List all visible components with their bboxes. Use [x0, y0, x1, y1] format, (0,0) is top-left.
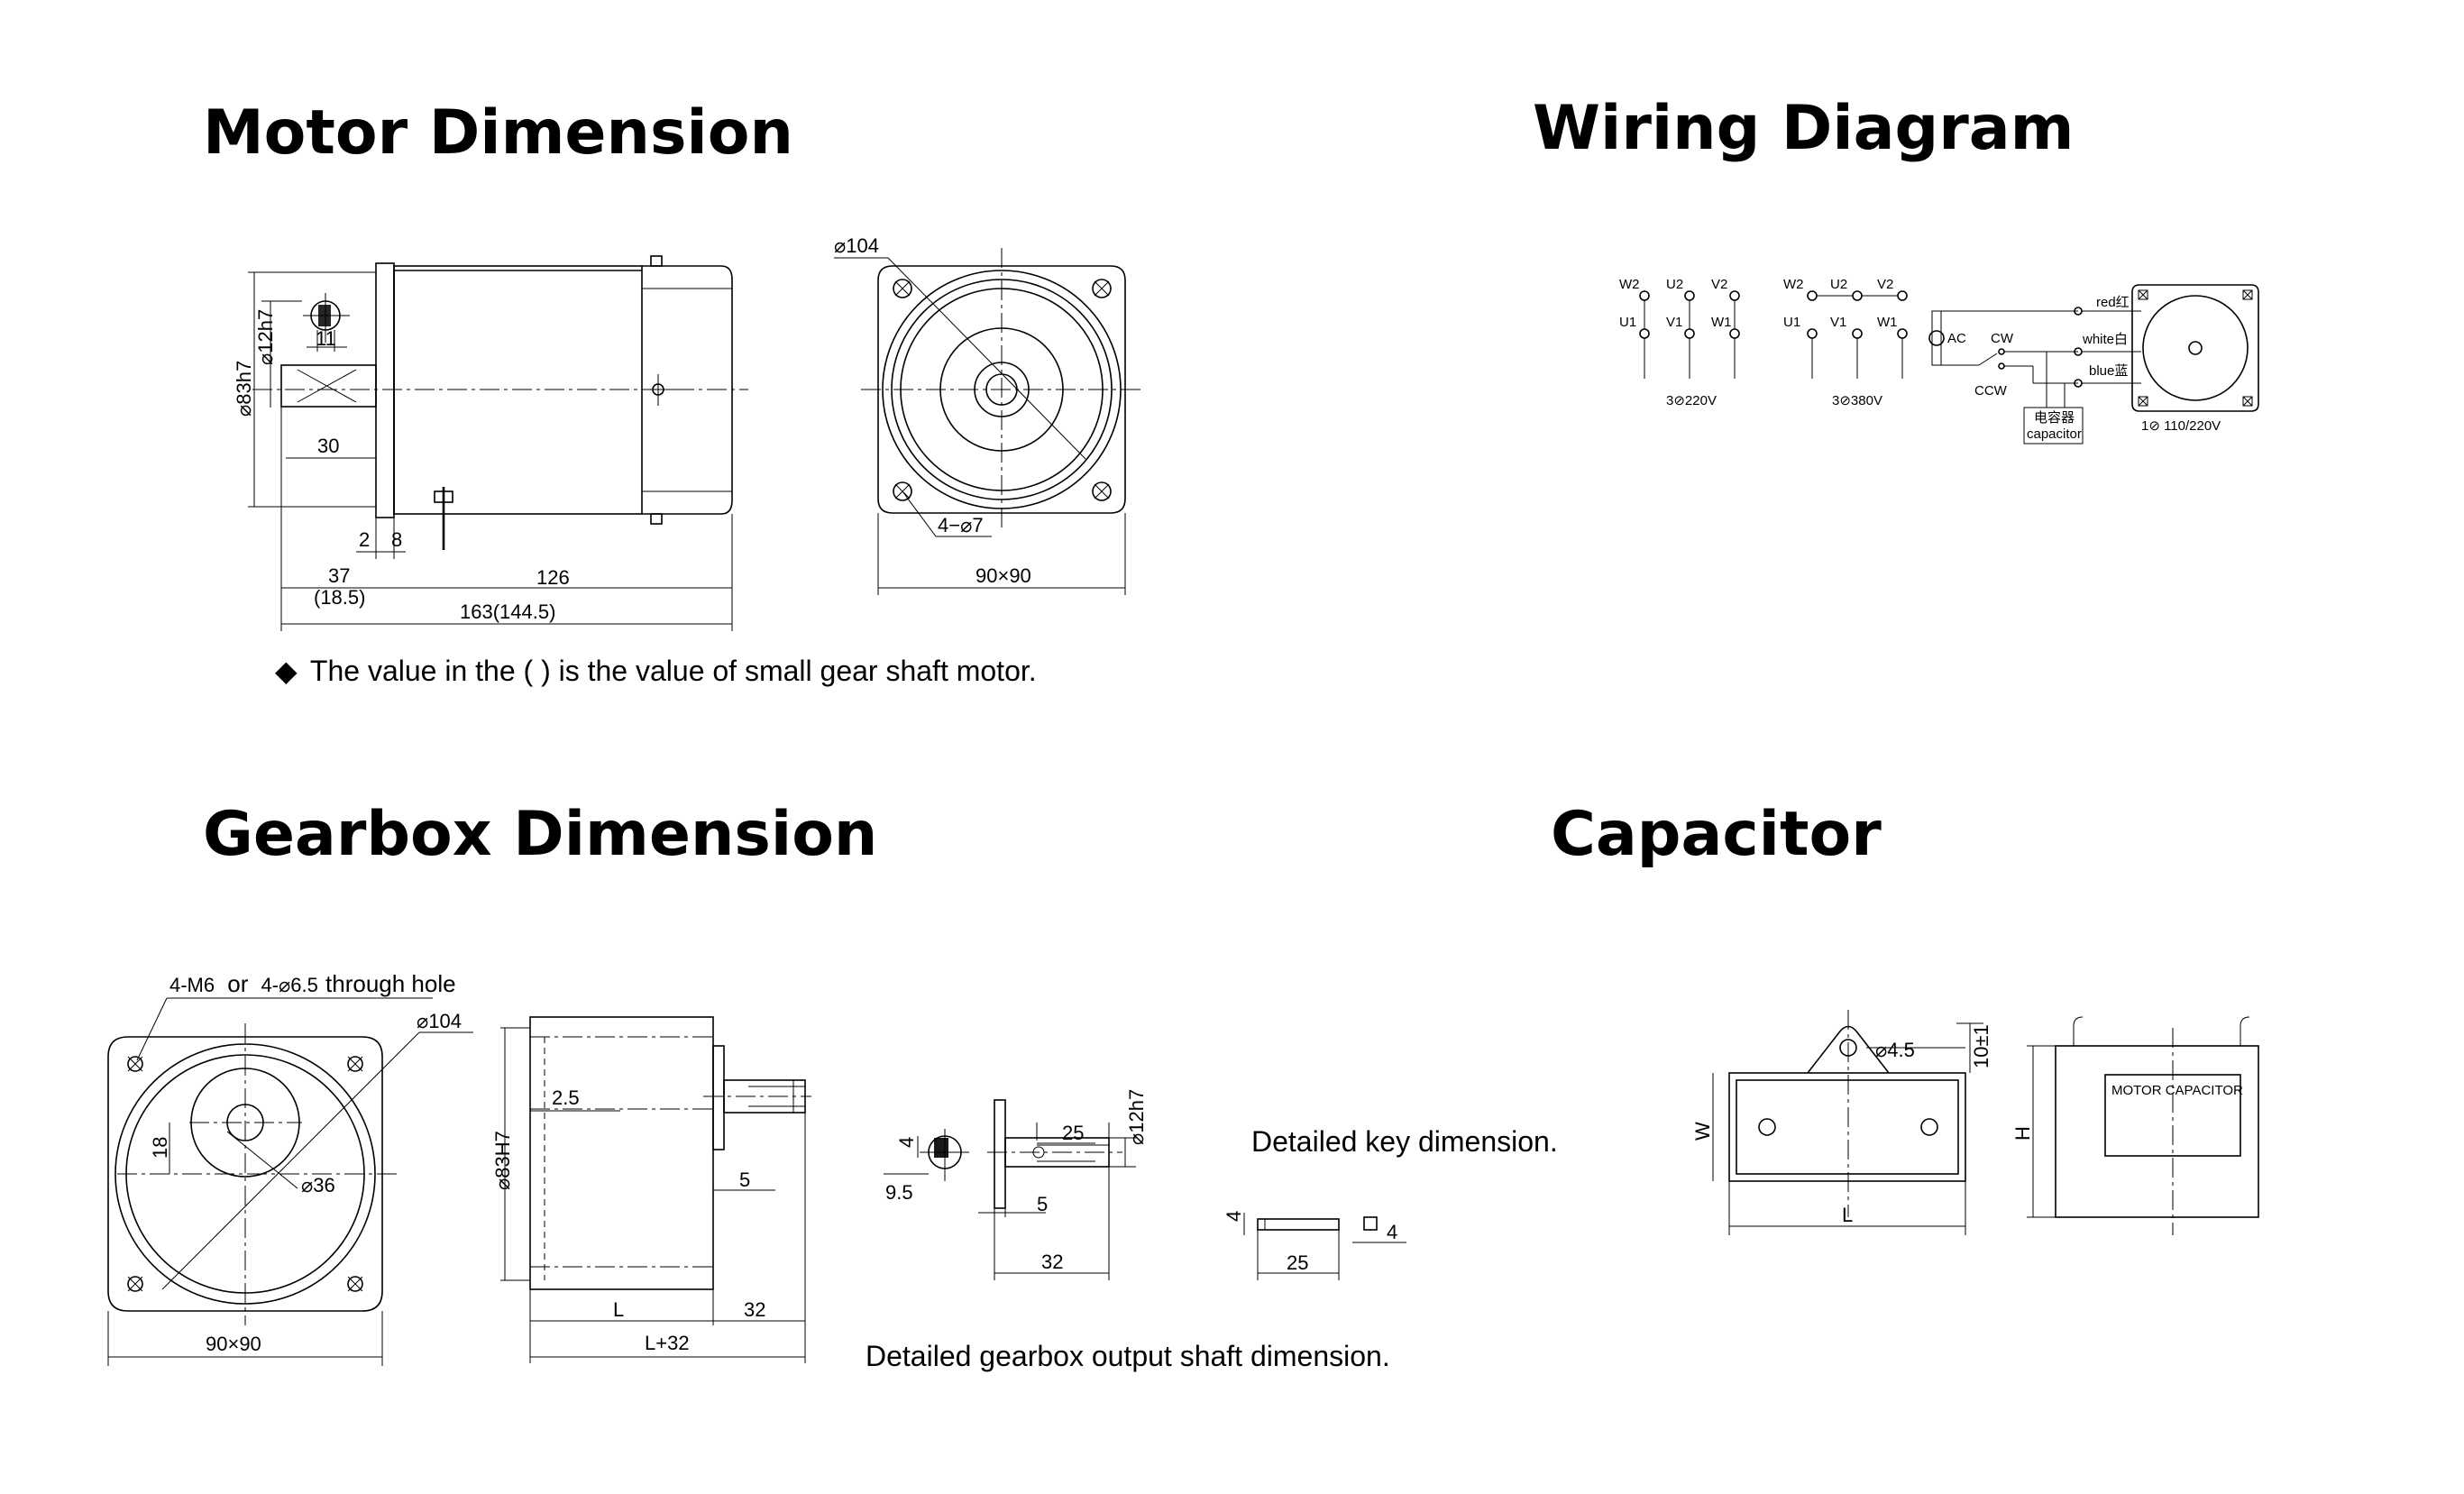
white-wire-label: white白: [2082, 332, 2128, 347]
gearbox-holes-dia: 4-⌀6.5: [261, 974, 318, 996]
wiring-single-phase: AC CW CCW 电容器 capacitor red红 white白: [1928, 284, 2259, 445]
motor-pcd-label: ⌀104: [834, 234, 879, 257]
motor-flange-dia-label: ⌀83h7: [233, 361, 255, 417]
svg-text:V1: V1: [1830, 315, 1846, 330]
shaft-dim-25: 25: [1062, 1122, 1084, 1144]
shaft-dia-label: ⌀12h7: [1125, 1089, 1148, 1145]
gearbox-dim-32: 32: [744, 1298, 765, 1321]
motor-holes-label: 4−⌀7: [938, 514, 984, 536]
svg-text:W2: W2: [1619, 277, 1640, 292]
motor-dim-total: 163(144.5): [460, 600, 555, 623]
motor-square-label: 90×90: [976, 564, 1031, 587]
gearbox-dim-5: 5: [739, 1169, 750, 1191]
gearbox-pcd-label: ⌀104: [417, 1010, 462, 1032]
gearbox-dim-L: L: [613, 1298, 624, 1321]
gearbox-holes-through: through hole: [325, 970, 456, 997]
gearbox-holes-or: or: [227, 970, 248, 997]
gearbox-spigot-dia-label: ⌀83H7: [491, 1131, 514, 1190]
capacitor-plate-label: MOTOR CAPACITOR: [2111, 1083, 2243, 1098]
single-phase-label: 1⊘ 110/220V: [2141, 418, 2221, 434]
capacitor-front-view: MOTOR CAPACITOR H: [2011, 1016, 2259, 1235]
motor-dim-2: 2: [359, 528, 370, 551]
wiring-3phase-380: W2 U2 V2 U1 V1 W1 3⊘380V: [1783, 277, 1908, 408]
capacitor-length-L: L: [1842, 1204, 1853, 1226]
motor-shaft-dia-label: ⌀12h7: [254, 309, 277, 365]
gearbox-side-view: ⌀83H7 2.5 5 L 32 L+32: [491, 1016, 811, 1363]
svg-text:V2: V2: [1877, 277, 1893, 292]
capacitor-width-W: W: [1691, 1122, 1714, 1141]
motor-front-view: ⌀104 4−⌀7 90×90: [834, 234, 1143, 595]
svg-text:◆ The value in the ( ) is: ◆ The value in the ( ) is the value of s…: [275, 655, 1037, 687]
gearbox-holes-m6: 4-M6: [169, 974, 215, 996]
key-detail-caption: Detailed key dimension.: [1251, 1125, 1558, 1158]
svg-text:V2: V2: [1711, 277, 1727, 292]
svg-text:4-M6 or 4-⌀6.5: 4-M6 or 4-⌀6.5 through hole: [169, 970, 456, 997]
blue-wire-label: blue蓝: [2089, 363, 2128, 379]
shaft-key-4: 4: [895, 1137, 918, 1148]
capacitor-height-H: H: [2011, 1126, 2034, 1141]
gearbox-offset-18: 18: [149, 1137, 171, 1159]
cw-label: CW: [1991, 331, 2014, 346]
shaft-detail-caption: Detailed gearbox output shaft dimension.: [866, 1340, 1390, 1372]
wiring-diagram: W2 U2 V2 U1 V1 W1 3⊘220V W2 U2 V2 U1 V1 …: [1619, 277, 2259, 445]
svg-text:V1: V1: [1666, 315, 1682, 330]
label-3phase-220v: 3⊘220V: [1666, 393, 1717, 408]
motor-key-width-label: 11: [316, 327, 336, 350]
note-bullet: ◆: [275, 655, 298, 687]
motor-dim-18-5: (18.5): [314, 586, 365, 609]
gearbox-front-view: 4-M6 or 4-⌀6.5 through hole ⌀104 18 ⌀36 …: [107, 970, 473, 1366]
capacitor-en-label: capacitor: [2027, 426, 2082, 442]
label-3phase-380v: 3⊘380V: [1832, 393, 1882, 408]
output-shaft-detail: 4 9.5 25 ⌀12h7 5 32: [884, 1089, 1148, 1280]
svg-text:W2: W2: [1783, 277, 1804, 292]
capacitor-cn-label: 电容器: [2034, 410, 2075, 426]
gearbox-hub-36: ⌀36: [301, 1174, 335, 1196]
motor-shaft-length-label: 30: [317, 435, 339, 457]
key-dim-25: 25: [1287, 1251, 1308, 1274]
key-dim-square-4: 4: [1387, 1221, 1397, 1243]
svg-text:U2: U2: [1830, 277, 1847, 292]
wiring-3phase-220: W2 U2 V2 U1 V1 W1 3⊘220V: [1619, 277, 1740, 408]
svg-text:U1: U1: [1783, 315, 1800, 330]
capacitor-bracket-height: 10±1: [1970, 1024, 1992, 1068]
motor-side-view: 11 ⌀12h7 ⌀83h7 30 2 8 37 (18.5) 126 163(…: [233, 255, 748, 631]
svg-text:U2: U2: [1666, 277, 1683, 292]
svg-text:W1: W1: [1711, 315, 1732, 330]
svg-text:W1: W1: [1877, 315, 1898, 330]
capacitor-hole-label: ⌀4.5: [1875, 1039, 1915, 1061]
ccw-label: CCW: [1974, 383, 2008, 399]
gearbox-dimension-heading: Gearbox Dimension: [203, 799, 877, 870]
wiring-diagram-heading: Wiring Diagram: [1533, 93, 2075, 164]
capacitor-side-view: ⌀4.5 10±1 W L: [1691, 1010, 1992, 1235]
motor-note-text: The value in the ( ) is the value of sma…: [310, 655, 1037, 687]
svg-text:U1: U1: [1619, 315, 1636, 330]
motor-dim-126: 126: [536, 566, 570, 589]
motor-dim-37: 37: [328, 564, 350, 587]
gearbox-dim-L32: L+32: [645, 1332, 690, 1354]
gearbox-dim-2-5: 2.5: [552, 1086, 580, 1109]
shaft-dim-32: 32: [1041, 1251, 1063, 1273]
shaft-dim-5: 5: [1037, 1193, 1048, 1215]
red-wire-label: red红: [2096, 295, 2130, 310]
motor-dim-8: 8: [391, 528, 402, 551]
motor-dimension-heading: Motor Dimension: [203, 97, 793, 169]
capacitor-heading: Capacitor: [1551, 799, 1882, 870]
key-detail: Detailed key dimension. 4 25 4: [1223, 1125, 1558, 1280]
key-dim-4: 4: [1223, 1211, 1245, 1222]
gearbox-square-label: 90×90: [206, 1333, 261, 1355]
ac-label: AC: [1947, 331, 1966, 346]
shaft-dim-9-5: 9.5: [885, 1181, 913, 1204]
